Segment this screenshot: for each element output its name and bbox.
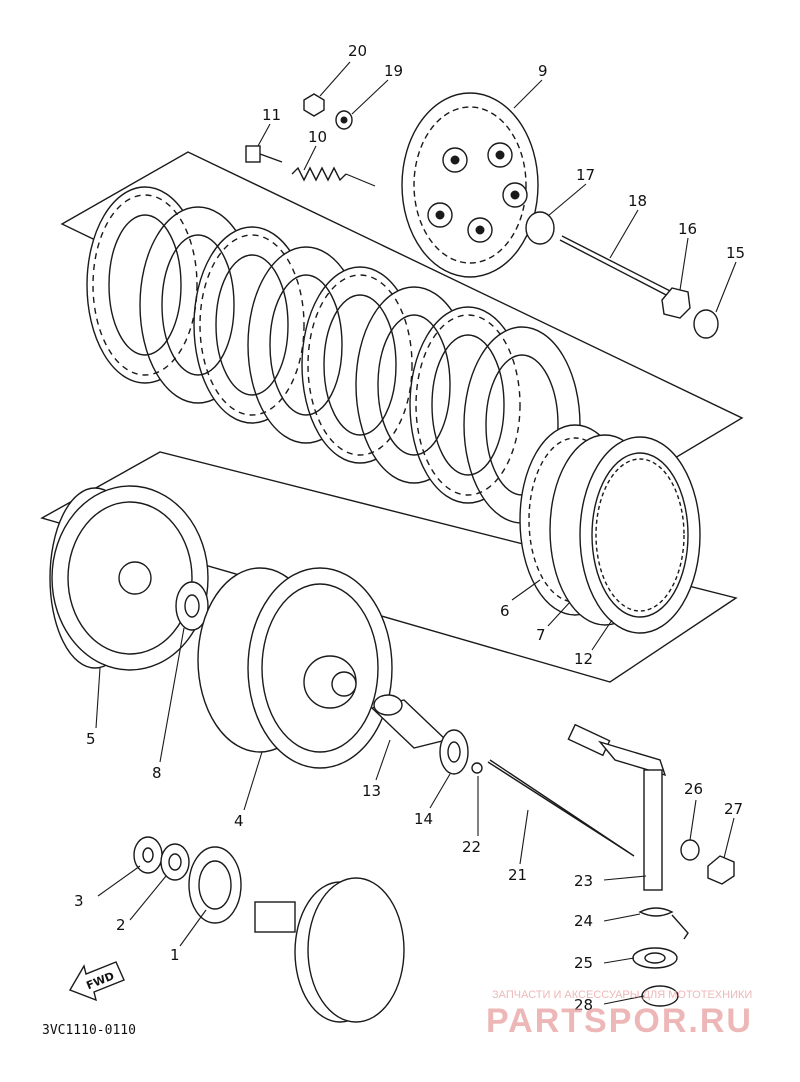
push-rod-18 (559, 235, 681, 299)
clutch-boss-12 (579, 436, 701, 634)
forward-arrow-icon: FWD (68, 961, 125, 1002)
label-20: 20 (348, 42, 367, 60)
label-21: 21 (508, 866, 527, 884)
label-17: 17 (576, 166, 595, 184)
push-lever-23 (567, 723, 667, 891)
washer-17 (525, 211, 555, 245)
label-1: 1 (170, 946, 180, 964)
label-9: 9 (538, 62, 548, 80)
ball-22 (471, 762, 483, 774)
washer-2 (160, 843, 190, 881)
washer-14 (439, 729, 469, 775)
label-22: 22 (462, 838, 481, 856)
bolt-27 (707, 855, 735, 885)
label-8: 8 (152, 764, 162, 782)
clutch-housing-4 (197, 567, 393, 769)
label-16: 16 (678, 220, 697, 238)
pressure-plate-9 (401, 92, 539, 278)
bolt-11 (245, 145, 283, 163)
push-rod-21 (487, 759, 635, 857)
label-18: 18 (628, 192, 647, 210)
primary-driven-gear-5 (49, 485, 209, 671)
diagram-code: 3VC1110-0110 (42, 1023, 136, 1038)
primary-drive-gear-1 (188, 846, 242, 924)
watermark: ЗАПЧАСТИ И АКСЕССУАРЫ ДЛЯ МОТОТЕХНИКИ PA… (486, 989, 753, 1040)
label-23: 23 (574, 872, 593, 890)
label-4: 4 (234, 812, 244, 830)
washer-25 (632, 947, 678, 969)
label-24: 24 (574, 912, 593, 930)
collar-3 (133, 836, 163, 874)
oil-seal-26 (680, 839, 700, 861)
primary-drive-frame (40, 451, 738, 683)
label-10: 10 (308, 128, 327, 146)
label-13: 13 (362, 782, 381, 800)
label-15: 15 (726, 244, 745, 262)
nut-16 (661, 287, 691, 319)
label-12: 12 (574, 650, 593, 668)
label-28: 28 (574, 996, 593, 1014)
part-number-labels: 1 2 3 4 5 6 7 8 9 10 11 12 13 14 15 16 1… (74, 42, 745, 1014)
spacer-13 (370, 694, 448, 749)
washer-19 (335, 110, 353, 130)
label-7: 7 (536, 626, 546, 644)
nut-20 (303, 93, 325, 117)
label-2: 2 (116, 916, 126, 934)
watermark-logo: PARTSPOR.RU (486, 1002, 753, 1040)
label-11: 11 (262, 106, 281, 124)
label-14: 14 (414, 810, 433, 828)
spring-24 (638, 907, 689, 940)
label-25: 25 (574, 954, 593, 972)
crankshaft-web (254, 877, 405, 1023)
label-6: 6 (500, 602, 510, 620)
watermark-tagline: ЗАПЧАСТИ И АКСЕССУАРЫ ДЛЯ МОТОТЕХНИКИ (492, 989, 752, 1001)
label-5: 5 (86, 730, 96, 748)
label-3: 3 (74, 892, 84, 910)
clutch-plate-stack (86, 186, 701, 634)
leader-lines (95, 61, 737, 1005)
washer-15 (693, 309, 719, 339)
clutch-spring-10 (291, 166, 376, 187)
thrust-washer-8 (175, 581, 209, 631)
label-19: 19 (384, 62, 403, 80)
label-26: 26 (684, 780, 703, 798)
label-27: 27 (724, 800, 743, 818)
